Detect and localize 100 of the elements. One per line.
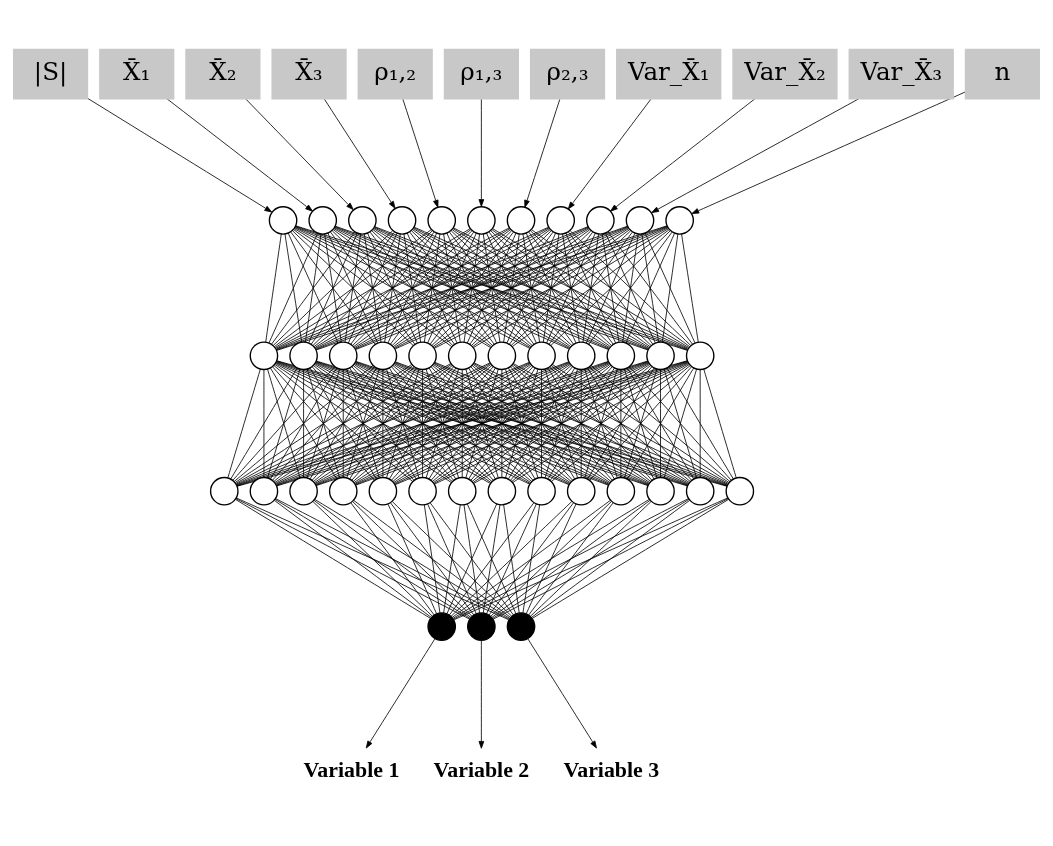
node-circle	[328, 476, 358, 506]
node-box: ρ₂,₃	[529, 48, 606, 99]
connector	[492, 227, 690, 348]
connector	[327, 232, 379, 343]
connector	[314, 498, 511, 619]
connector	[505, 368, 539, 478]
connector	[403, 233, 422, 343]
connector	[412, 228, 572, 347]
connector	[469, 231, 554, 344]
connector	[274, 499, 432, 618]
connector	[532, 498, 730, 619]
node-circle	[506, 611, 536, 641]
node-circle	[408, 476, 437, 506]
connector	[529, 500, 652, 617]
node-box: n	[964, 48, 1041, 99]
connector	[233, 364, 374, 482]
connector	[352, 230, 473, 346]
connector	[392, 228, 551, 347]
connector	[562, 233, 580, 343]
connector	[313, 499, 472, 618]
node-circle	[725, 476, 755, 506]
connector	[452, 498, 650, 619]
connector	[429, 231, 514, 344]
node-box: X̄₁	[99, 48, 175, 99]
connector	[387, 232, 437, 343]
connector	[547, 367, 615, 479]
connector	[393, 227, 590, 348]
connector	[451, 228, 611, 347]
node-box: Var_X̄₁	[616, 48, 722, 99]
connector	[552, 363, 730, 483]
connector	[287, 232, 339, 343]
connector	[468, 367, 536, 479]
connector	[333, 227, 531, 348]
connector	[461, 368, 463, 478]
connector	[501, 368, 503, 478]
connector	[268, 232, 318, 343]
node-circle	[606, 476, 636, 506]
connector	[525, 232, 577, 343]
connector	[363, 233, 382, 343]
connector	[541, 368, 542, 478]
node-circle	[368, 340, 398, 370]
connector	[427, 232, 477, 343]
connector	[433, 227, 630, 348]
node-circle	[467, 205, 496, 235]
node-circle	[606, 340, 636, 370]
connector	[432, 364, 572, 482]
node-circle	[387, 205, 417, 235]
connector	[703, 368, 737, 478]
arrow	[567, 98, 652, 209]
connector	[292, 230, 414, 346]
node-circle	[646, 340, 675, 370]
connector	[309, 367, 377, 479]
connector	[423, 503, 441, 613]
connector	[389, 367, 457, 479]
connector	[429, 502, 514, 615]
connector	[390, 502, 475, 615]
connector	[699, 368, 701, 478]
node-circle	[427, 205, 457, 235]
connector	[232, 365, 336, 481]
connector	[432, 228, 591, 347]
connector	[391, 230, 512, 346]
connector	[666, 367, 734, 479]
connector	[512, 363, 690, 483]
connector	[451, 499, 611, 618]
connector	[271, 231, 356, 344]
connector	[367, 232, 418, 343]
connector	[482, 503, 501, 613]
connector	[449, 502, 535, 615]
connector	[314, 227, 511, 348]
connector	[384, 233, 401, 343]
connector	[471, 230, 592, 346]
connector	[488, 231, 574, 344]
connector	[433, 362, 650, 484]
node-circle	[646, 476, 675, 506]
connector	[267, 368, 301, 478]
node-circle	[408, 340, 437, 370]
connector	[522, 503, 541, 613]
connector	[431, 230, 552, 346]
node-circle	[368, 476, 398, 506]
connector	[466, 232, 517, 343]
connector	[354, 227, 550, 348]
connector	[234, 498, 431, 619]
connector	[548, 231, 633, 344]
arrow	[87, 97, 273, 212]
connector	[582, 233, 599, 343]
arrow	[245, 98, 354, 210]
connector	[313, 364, 453, 482]
connector	[274, 498, 471, 619]
connector	[549, 365, 653, 481]
arrow	[524, 98, 561, 208]
connector	[503, 233, 520, 343]
connector	[491, 228, 651, 347]
connector	[387, 503, 437, 614]
connector	[390, 231, 475, 344]
connector	[382, 368, 384, 478]
connector	[587, 367, 655, 479]
arrow	[402, 98, 439, 208]
connector	[346, 368, 380, 478]
node-circle	[249, 476, 279, 506]
connector	[353, 499, 512, 618]
